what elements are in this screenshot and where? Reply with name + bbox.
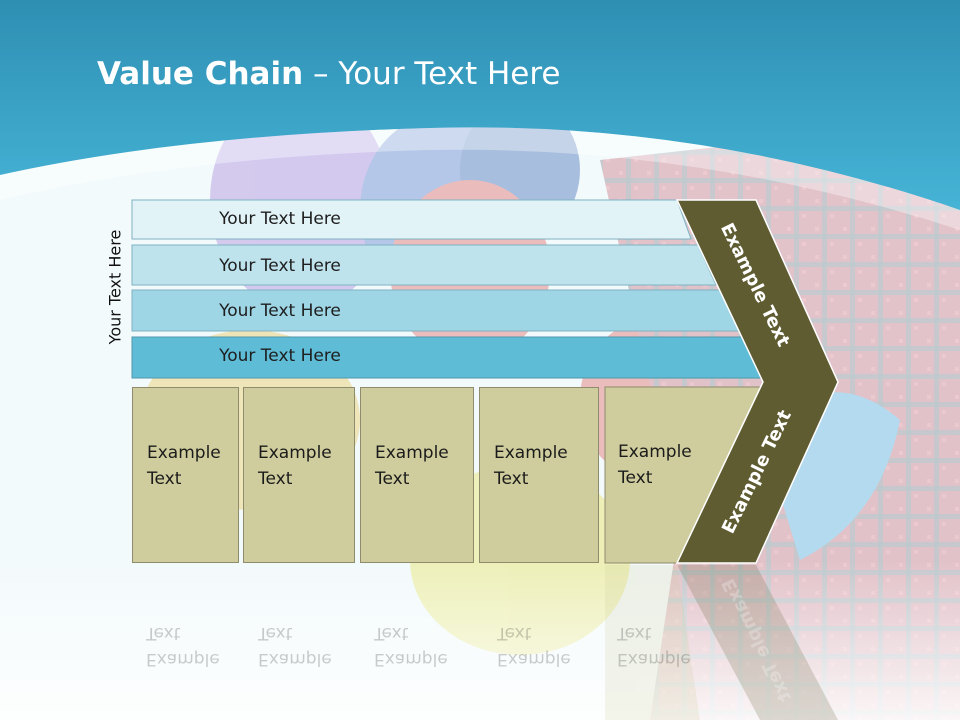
box-3: Example Text (360, 387, 474, 563)
box-4: Example Text (479, 387, 599, 563)
box-2: Example Text (243, 387, 355, 563)
band-3-label: Your Text Here (219, 301, 341, 321)
box-1-label: Example Text (147, 443, 221, 489)
box-2-reflection: Example Text (258, 623, 332, 669)
band-2-label: Your Text Here (219, 256, 341, 276)
box-4-reflection: Example Text (497, 623, 571, 669)
box-5-label: Example Text (618, 442, 692, 488)
box-5-reflection: Example Text (617, 623, 691, 669)
box-1-reflection: Example Text (146, 623, 220, 669)
box-2-label: Example Text (258, 443, 332, 489)
band-1-shape (131, 199, 692, 240)
band-1-label: Your Text Here (219, 209, 341, 229)
chevron-shape (675, 199, 839, 564)
band-2-shape (131, 244, 717, 286)
slide-title: Value Chain – Your Text Here (97, 54, 560, 94)
box-4-label: Example Text (494, 443, 568, 489)
band-4-label: Your Text Here (219, 346, 341, 366)
title-bold: Value Chain (97, 56, 304, 92)
box-3-label: Example Text (375, 443, 449, 489)
title-rest: – Your Text Here (303, 56, 561, 92)
box-1: Example Text (132, 387, 239, 563)
box-3-reflection: Example Text (374, 623, 448, 669)
